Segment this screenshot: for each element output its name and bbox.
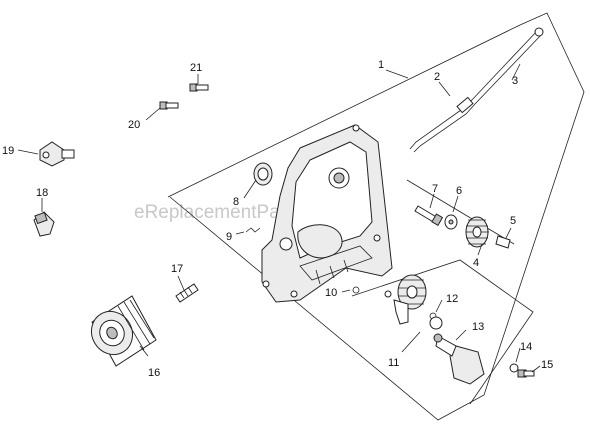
callout-5: 5	[510, 215, 516, 227]
callout-11: 11	[388, 357, 399, 369]
callout-17: 17	[171, 263, 183, 275]
callout-2: 2	[434, 71, 440, 83]
callout-7: 7	[432, 183, 438, 195]
governor-gear-assembly	[384, 274, 427, 325]
callout-4: 4	[473, 257, 479, 269]
oil-seal	[253, 162, 273, 186]
oil-pump-gear	[465, 216, 489, 248]
callout-8: 8	[233, 196, 239, 208]
callout-labels: 1 2 3 4 5 6 7 8 9 10 11 12 13 14 15 16 1…	[2, 59, 553, 379]
filter-nipple	[175, 283, 199, 303]
callout-21: 21	[190, 62, 202, 74]
callout-12: 12	[446, 293, 458, 305]
callout-14: 14	[520, 341, 532, 353]
callout-16: 16	[148, 367, 160, 379]
callout-15: 15	[541, 359, 553, 371]
oil-sensor	[433, 333, 485, 385]
oil-filter	[90, 295, 157, 367]
callout-1: 1	[378, 59, 384, 71]
callout-9: 9	[226, 231, 232, 243]
bolt	[414, 205, 444, 227]
closure-plate	[261, 124, 393, 303]
dipstick-assembly	[409, 27, 544, 153]
sealing-washer	[509, 363, 519, 373]
screw-20	[159, 101, 179, 110]
screw-21	[189, 83, 209, 92]
shaft-pin	[495, 235, 511, 249]
screw	[517, 369, 535, 378]
washer	[444, 214, 458, 230]
dowel-pin	[245, 227, 261, 233]
callout-6: 6	[456, 185, 462, 197]
callout-18: 18	[36, 187, 48, 199]
callout-20: 20	[128, 119, 140, 131]
leader-lines	[17, 63, 541, 373]
callout-3: 3	[512, 75, 518, 87]
callout-10: 10	[325, 287, 337, 299]
callout-13: 13	[472, 321, 484, 333]
oil-switch	[33, 211, 55, 237]
o-ring-small	[429, 312, 443, 330]
o-ring	[352, 286, 360, 294]
callout-19: 19	[2, 145, 14, 157]
elbow-fitting	[39, 141, 75, 167]
